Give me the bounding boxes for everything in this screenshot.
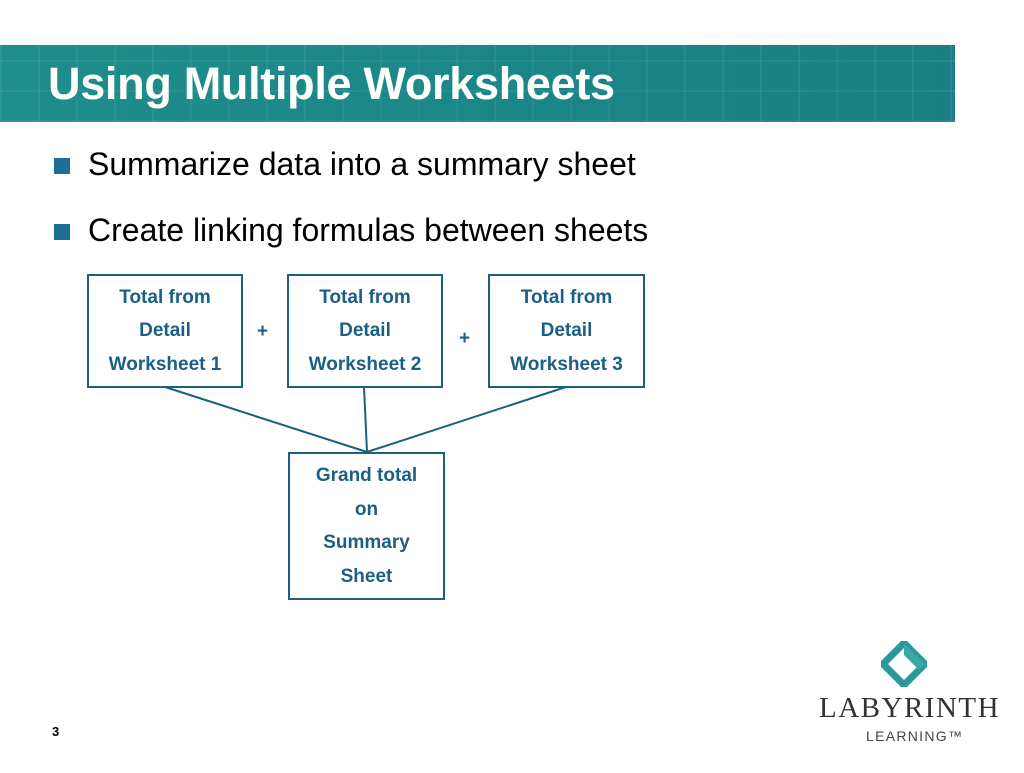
- connector-line-3: [366, 386, 567, 453]
- box-line: Worksheet 2: [308, 353, 422, 375]
- square-bullet-icon: [54, 158, 70, 174]
- plus-operator-1: +: [257, 321, 269, 342]
- box-line: Total from: [319, 286, 411, 308]
- box-line: Worksheet 1: [108, 353, 222, 375]
- box-line: Total from: [119, 286, 211, 308]
- box-line: Summary: [323, 532, 410, 553]
- box-line: Detail: [139, 320, 191, 342]
- detail-box-3: Total from Detail Worksheet 3: [488, 274, 645, 388]
- logo-tagline: LEARNING™: [866, 728, 964, 744]
- connector-line-2: [363, 386, 368, 453]
- bullet-item: Summarize data into a summary sheet: [54, 144, 648, 210]
- page-number: 3: [52, 724, 60, 739]
- box-line: Total from: [520, 286, 613, 308]
- connector-line-1: [164, 386, 368, 453]
- box-line: Detail: [540, 320, 593, 342]
- summary-box: Grand total on Summary Sheet: [288, 452, 445, 600]
- slide-title: Using Multiple Worksheets: [48, 58, 615, 109]
- box-line: Detail: [339, 320, 391, 342]
- bullet-text: Summarize data into a summary sheet: [88, 146, 636, 182]
- plus-operator-2: +: [459, 328, 471, 349]
- bullet-item: Create linking formulas between sheets: [54, 210, 648, 276]
- detail-box-2: Total from Detail Worksheet 2: [287, 274, 443, 388]
- title-banner: [0, 45, 955, 122]
- diamond-icon: [881, 641, 927, 687]
- bullet-text: Create linking formulas between sheets: [88, 212, 649, 248]
- square-bullet-icon: [54, 224, 70, 240]
- box-line: Sheet: [340, 565, 393, 587]
- box-line: Grand total: [315, 465, 418, 486]
- detail-box-1: Total from Detail Worksheet 1: [87, 274, 243, 388]
- bullet-list: Summarize data into a summary sheet Crea…: [54, 144, 648, 276]
- box-line: on: [354, 498, 379, 520]
- logo-wordmark: LABYRINTH: [819, 692, 1001, 724]
- box-line: Worksheet 3: [510, 353, 623, 375]
